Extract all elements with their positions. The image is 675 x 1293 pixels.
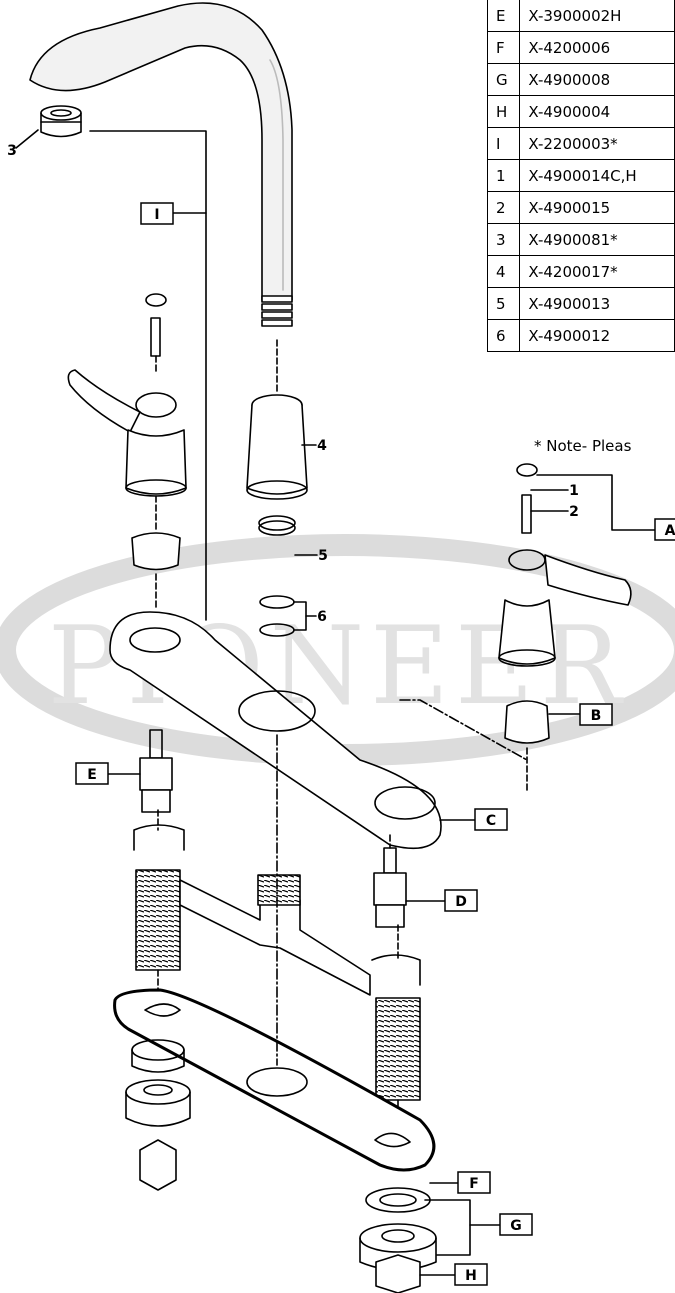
callout-I: I bbox=[140, 202, 174, 225]
left-washer bbox=[125, 1039, 191, 1191]
svg-text:C: C bbox=[486, 813, 496, 829]
callout-B: B bbox=[579, 703, 613, 726]
callout-F: F bbox=[457, 1171, 491, 1194]
svg-text:D: D bbox=[455, 894, 467, 910]
svg-text:H: H bbox=[465, 1268, 477, 1284]
callout-C: C bbox=[474, 808, 508, 831]
deck-plate bbox=[109, 611, 442, 850]
svg-text:E: E bbox=[87, 767, 97, 783]
callout-1: 1 bbox=[569, 483, 579, 499]
right-handle bbox=[498, 463, 632, 744]
svg-text:B: B bbox=[591, 708, 602, 724]
aerator bbox=[40, 105, 82, 138]
svg-text:A: A bbox=[665, 523, 675, 539]
left-handle bbox=[67, 293, 187, 571]
callout-D: D bbox=[444, 889, 478, 912]
right-cartridge bbox=[373, 847, 407, 928]
callout-G: G bbox=[499, 1213, 533, 1236]
valve-body bbox=[133, 824, 421, 1101]
left-cartridge bbox=[139, 729, 173, 813]
gasket bbox=[113, 988, 436, 1172]
callout-E: E bbox=[75, 762, 109, 785]
spout-sleeve bbox=[246, 394, 308, 500]
callout-5: 5 bbox=[318, 548, 328, 564]
svg-text:F: F bbox=[469, 1176, 479, 1192]
callout-4: 4 bbox=[317, 438, 327, 454]
svg-text:G: G bbox=[510, 1218, 522, 1234]
right-washer bbox=[359, 1187, 437, 1293]
callout-H: H bbox=[454, 1263, 488, 1286]
callout-6: 6 bbox=[317, 609, 327, 625]
callout-2: 2 bbox=[569, 504, 579, 520]
svg-text:I: I bbox=[154, 207, 159, 223]
callout-3: 3 bbox=[7, 143, 17, 159]
spout bbox=[29, 2, 293, 327]
callout-A: A bbox=[654, 518, 675, 541]
table-note: * Note- Pleas bbox=[534, 437, 632, 455]
